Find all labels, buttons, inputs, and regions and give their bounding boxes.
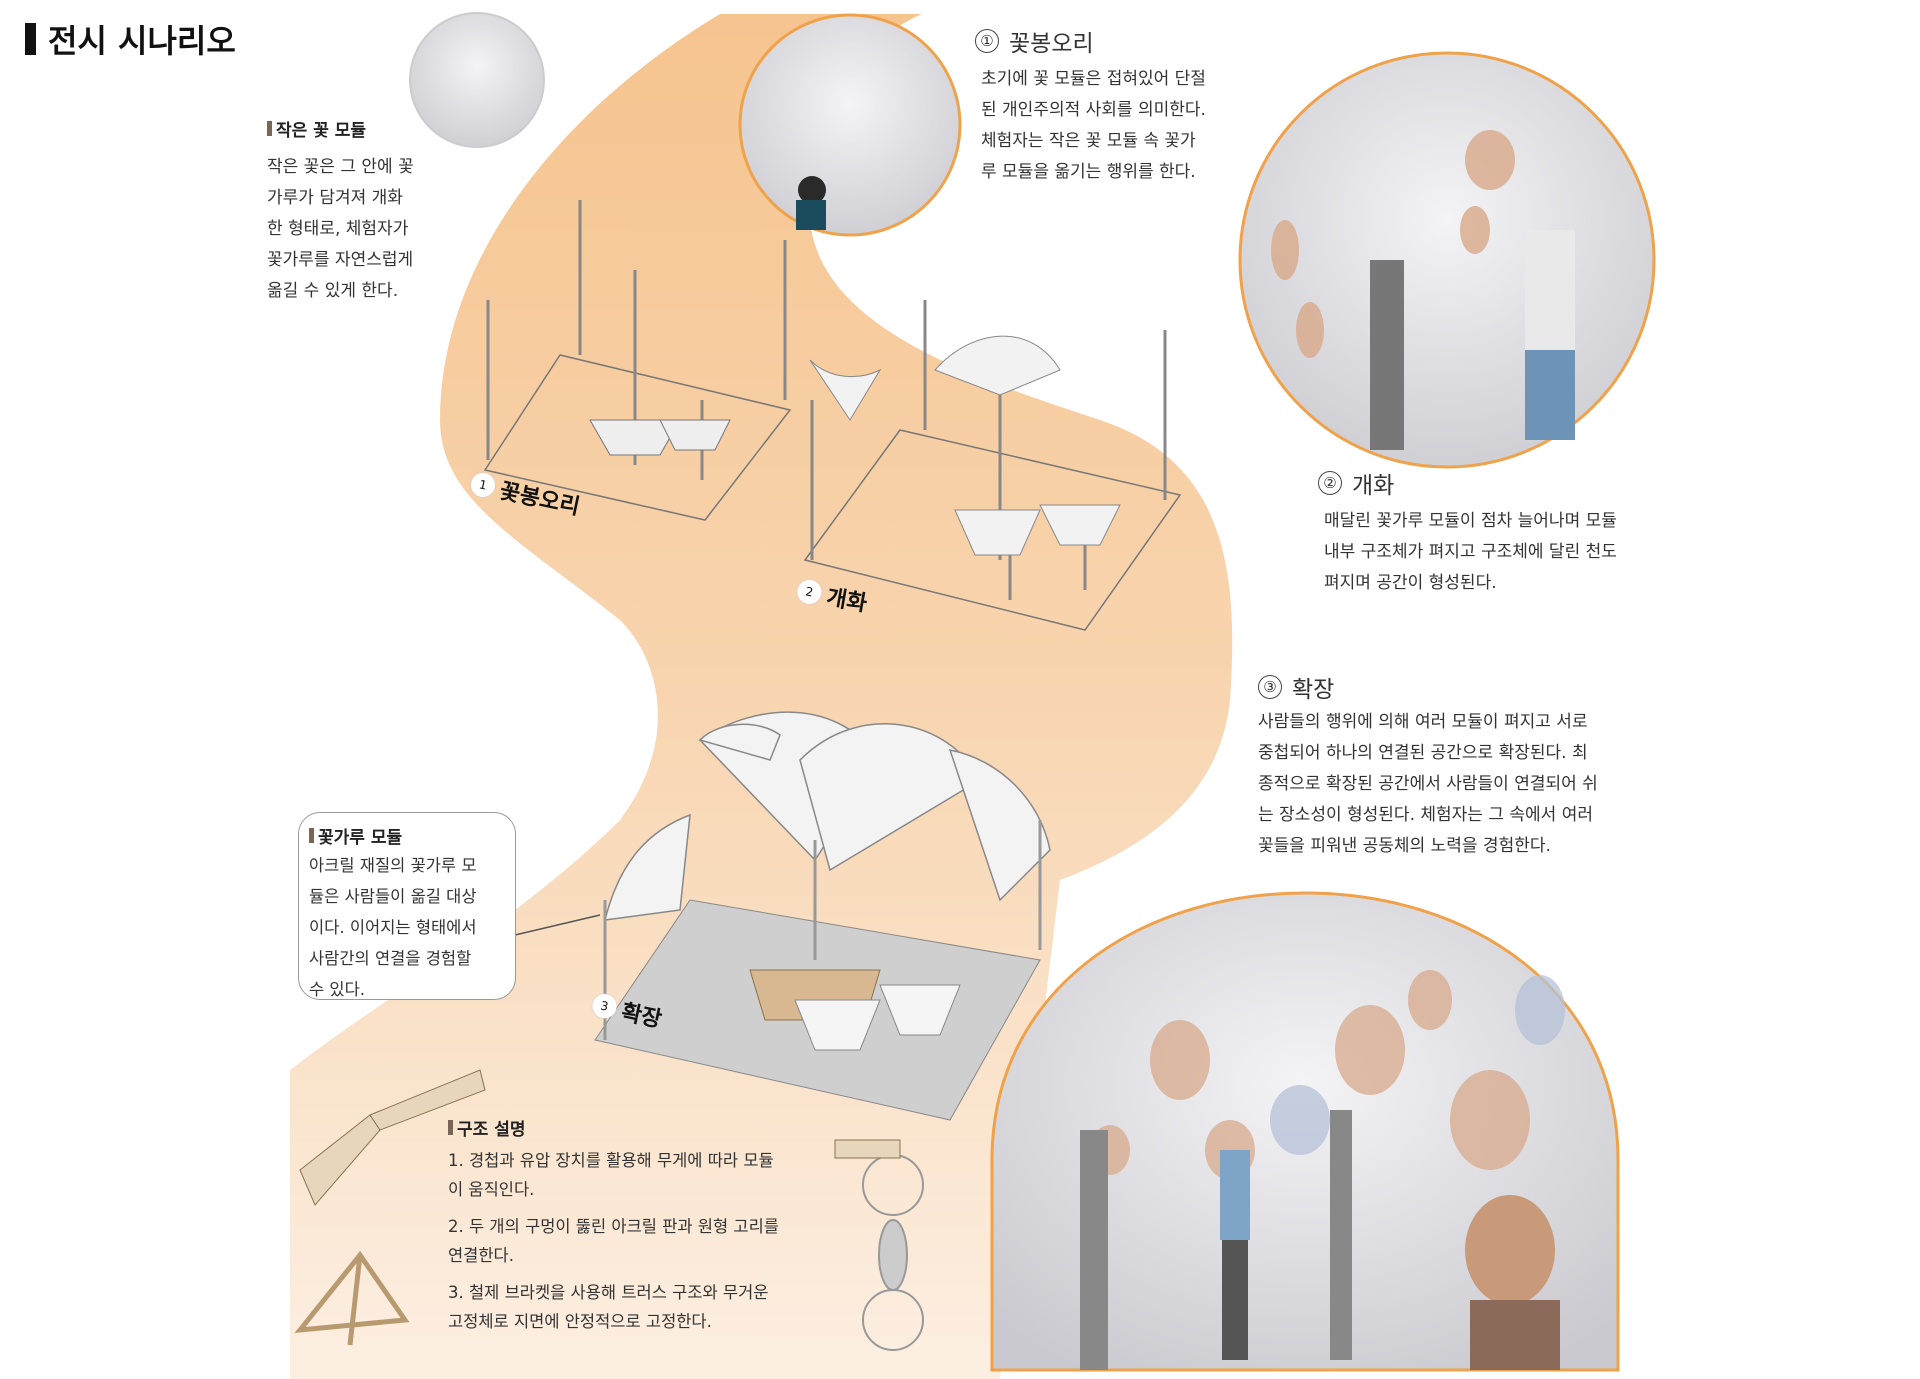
- text-line: 사람간의 연결을 경험할: [309, 949, 472, 968]
- text-line: 초기에 꽃 모듈은 접혀있어 단절: [981, 69, 1206, 89]
- step-number: ③: [1258, 675, 1282, 699]
- text-line: 한 형태로, 체험자가: [267, 219, 409, 239]
- pollen-module-heading: 꽃가루 모듈: [318, 828, 403, 848]
- step-number: ①: [975, 29, 999, 53]
- text-line: 루 모듈을 옮기는 행위를 한다.: [981, 162, 1196, 182]
- heading-marker: [309, 828, 314, 843]
- text-line: 작은 꽃은 그 안에 꽃: [267, 157, 414, 177]
- pollen-module-callout: 꽃가루 모듈 아크릴 재질의 꽃가루 모 듈은 사람들이 옮길 대상 이다. 이…: [298, 812, 516, 1000]
- small-module-heading: 작은 꽃 모듈: [276, 121, 367, 141]
- text-line: 종적으로 확장된 공간에서 사람들이 연결되어 쉬: [1258, 774, 1598, 794]
- stage2-structures: [810, 300, 1167, 600]
- step-1-section: ① 꽃봉오리 초기에 꽃 모듈은 접혀있어 단절 된 개인주의적 사회를 의미한다…: [975, 24, 1206, 188]
- callout-leader: [514, 914, 601, 936]
- text-line: 내부 구조체가 펴지고 구조체에 달린 천도: [1324, 542, 1617, 562]
- floor-plate-2: [803, 429, 1182, 631]
- stage2-photo: [1238, 51, 1656, 469]
- floor-plate-1: [483, 354, 792, 521]
- text-line: 사람들의 행위에 의해 여러 모듈이 펴지고 서로: [1258, 712, 1588, 732]
- step-title: 확장: [1292, 677, 1335, 703]
- small-module-photo: [409, 12, 545, 148]
- title-marker: [25, 23, 36, 55]
- pollen-discs: [1090, 970, 1565, 1180]
- text-line: 옮길 수 있게 한다.: [267, 281, 399, 301]
- text-line: 매달린 꽃가루 모듈이 점차 늘어나며 모듈: [1324, 511, 1617, 531]
- step-3-section: ③ 확장 사람들의 행위에 의해 여러 모듈이 펴지고 서로 중첩되어 하나의 연…: [1258, 670, 1598, 863]
- step-number: ②: [1318, 471, 1342, 495]
- text-line: 이다. 이어지는 형태에서: [309, 918, 477, 937]
- step-title: 개화: [1352, 473, 1395, 499]
- text-line: 는 장소성이 형성된다. 체험자는 그 속에서 여러: [1258, 805, 1593, 825]
- truss-detail-sketch: [294, 1250, 410, 1346]
- page-title: 전시 시나리오: [25, 16, 236, 62]
- hinge-detail-sketch: [299, 1069, 486, 1206]
- text-line: 펴지며 공간이 형성된다.: [1324, 573, 1497, 593]
- heading-marker: [267, 121, 272, 136]
- text-line: 아크릴 재질의 꽃가루 모: [309, 856, 477, 875]
- heading-marker: [448, 1120, 453, 1135]
- stage2-canopies: [809, 335, 1121, 556]
- small-module-section: 작은 꽃 모듈 작은 꽃은 그 안에 꽃 가루가 담겨져 개화 한 형태로, 체…: [267, 116, 414, 306]
- text-line: 가루가 담겨져 개화: [267, 188, 403, 208]
- stage1-flowers: [589, 419, 731, 456]
- structure-heading: 구조 설명: [457, 1120, 526, 1140]
- stage3-small-flowers: [794, 984, 961, 1051]
- step-2-section: ② 개화 매달린 꽃가루 모듈이 점차 늘어나며 모듈 내부 구조체가 펴지고 구…: [1318, 466, 1617, 599]
- step-title: 꽃봉오리: [1009, 31, 1094, 57]
- text-line: 체험자는 작은 꽃 모듈 속 꽃가: [981, 131, 1196, 151]
- text-line: 된 개인주의적 사회를 의미한다.: [981, 100, 1206, 120]
- text-line: 꽃들을 피워낸 공동체의 노력을 경험한다.: [1258, 836, 1551, 856]
- text-line: 꽃가루를 자연스럽게: [267, 250, 414, 270]
- text-line: 듈은 사람들이 옮길 대상: [309, 887, 477, 906]
- stage3-canopies: [604, 711, 1051, 921]
- text-line: 중첩되어 하나의 연결된 공간으로 확장된다. 최: [1258, 743, 1588, 763]
- text-line: 수 있다.: [309, 980, 366, 999]
- ring-detail-sketch: [862, 1154, 924, 1351]
- ring-hinge-sketch: [834, 1139, 901, 1159]
- stage1-photo: [738, 13, 962, 237]
